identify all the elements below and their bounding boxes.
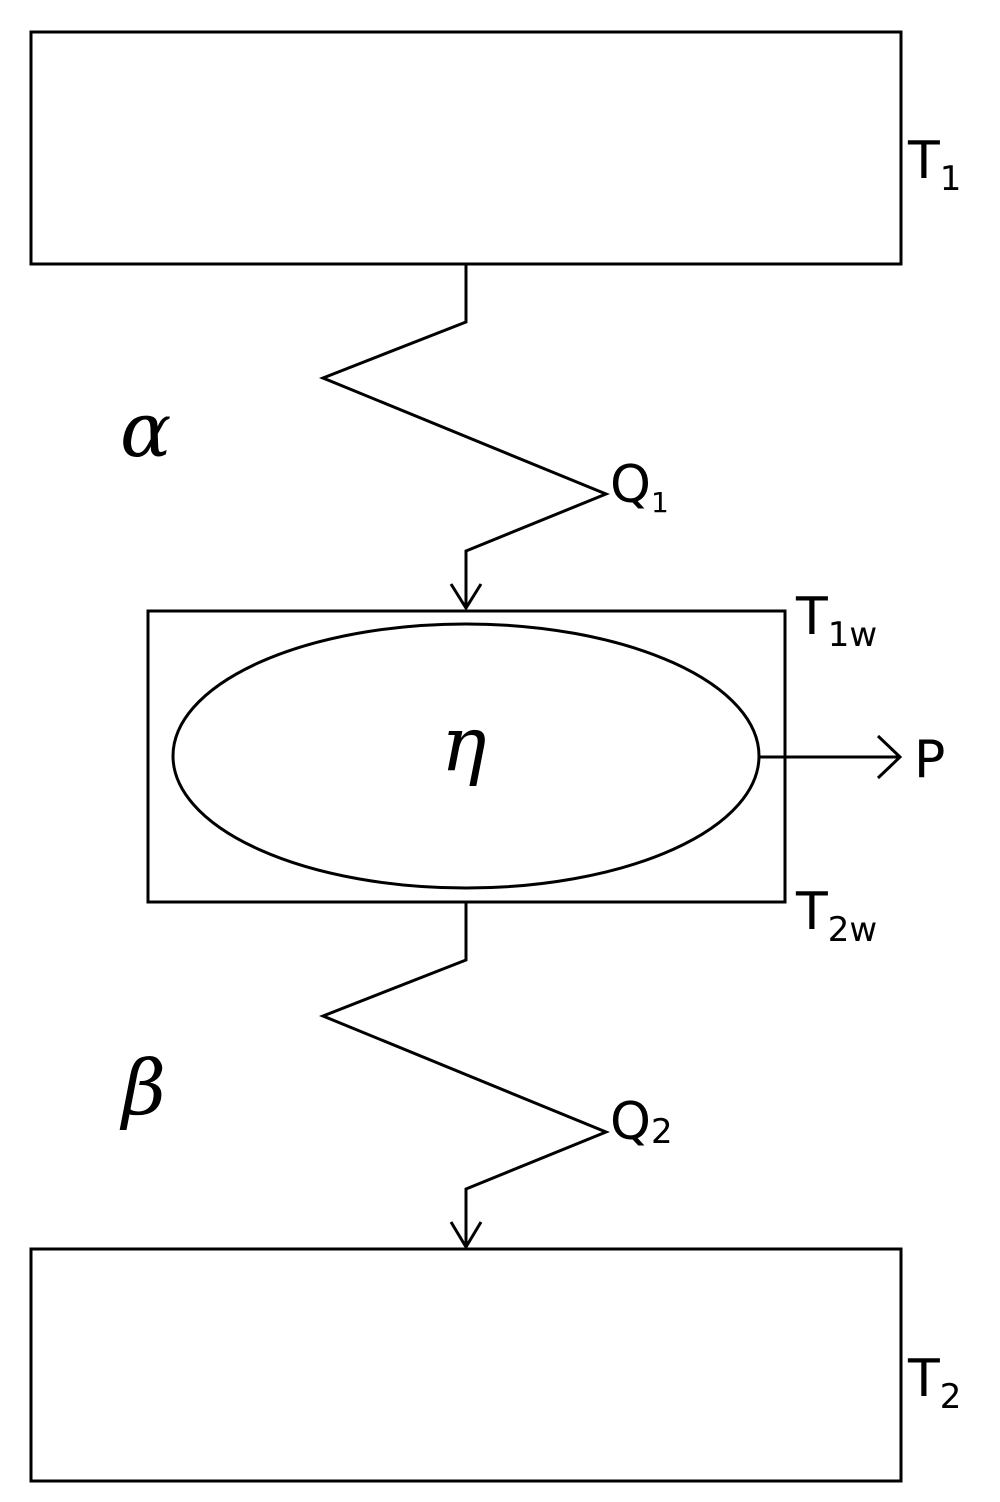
- heat-flow-q1-arrowhead: [449, 583, 483, 611]
- power-output-label: P: [914, 730, 945, 790]
- heat-flow-q1-label: Q1: [610, 455, 669, 519]
- heat-flow-q1-zigzag: [318, 264, 610, 608]
- engine-hot-wall-temperature-label: T1w: [795, 587, 877, 655]
- efficiency-eta-symbol: η: [441, 699, 487, 788]
- power-output-arrowhead: [876, 734, 903, 780]
- heat-flow-q2-label: Q2: [610, 1092, 673, 1152]
- alpha-symbol: α: [120, 385, 171, 474]
- cold-reservoir-temperature-label: T2: [907, 1349, 961, 1417]
- cold-reservoir: [29, 1247, 903, 1483]
- engine-cold-wall-temperature-label: T2w: [795, 882, 877, 950]
- heat-flow-q2-zigzag: [318, 902, 610, 1247]
- hot-reservoir-temperature-label: T1: [907, 131, 961, 199]
- hot-reservoir: [29, 30, 903, 266]
- beta-symbol: β: [119, 1043, 166, 1132]
- heat-flow-q2-arrowhead: [449, 1221, 483, 1250]
